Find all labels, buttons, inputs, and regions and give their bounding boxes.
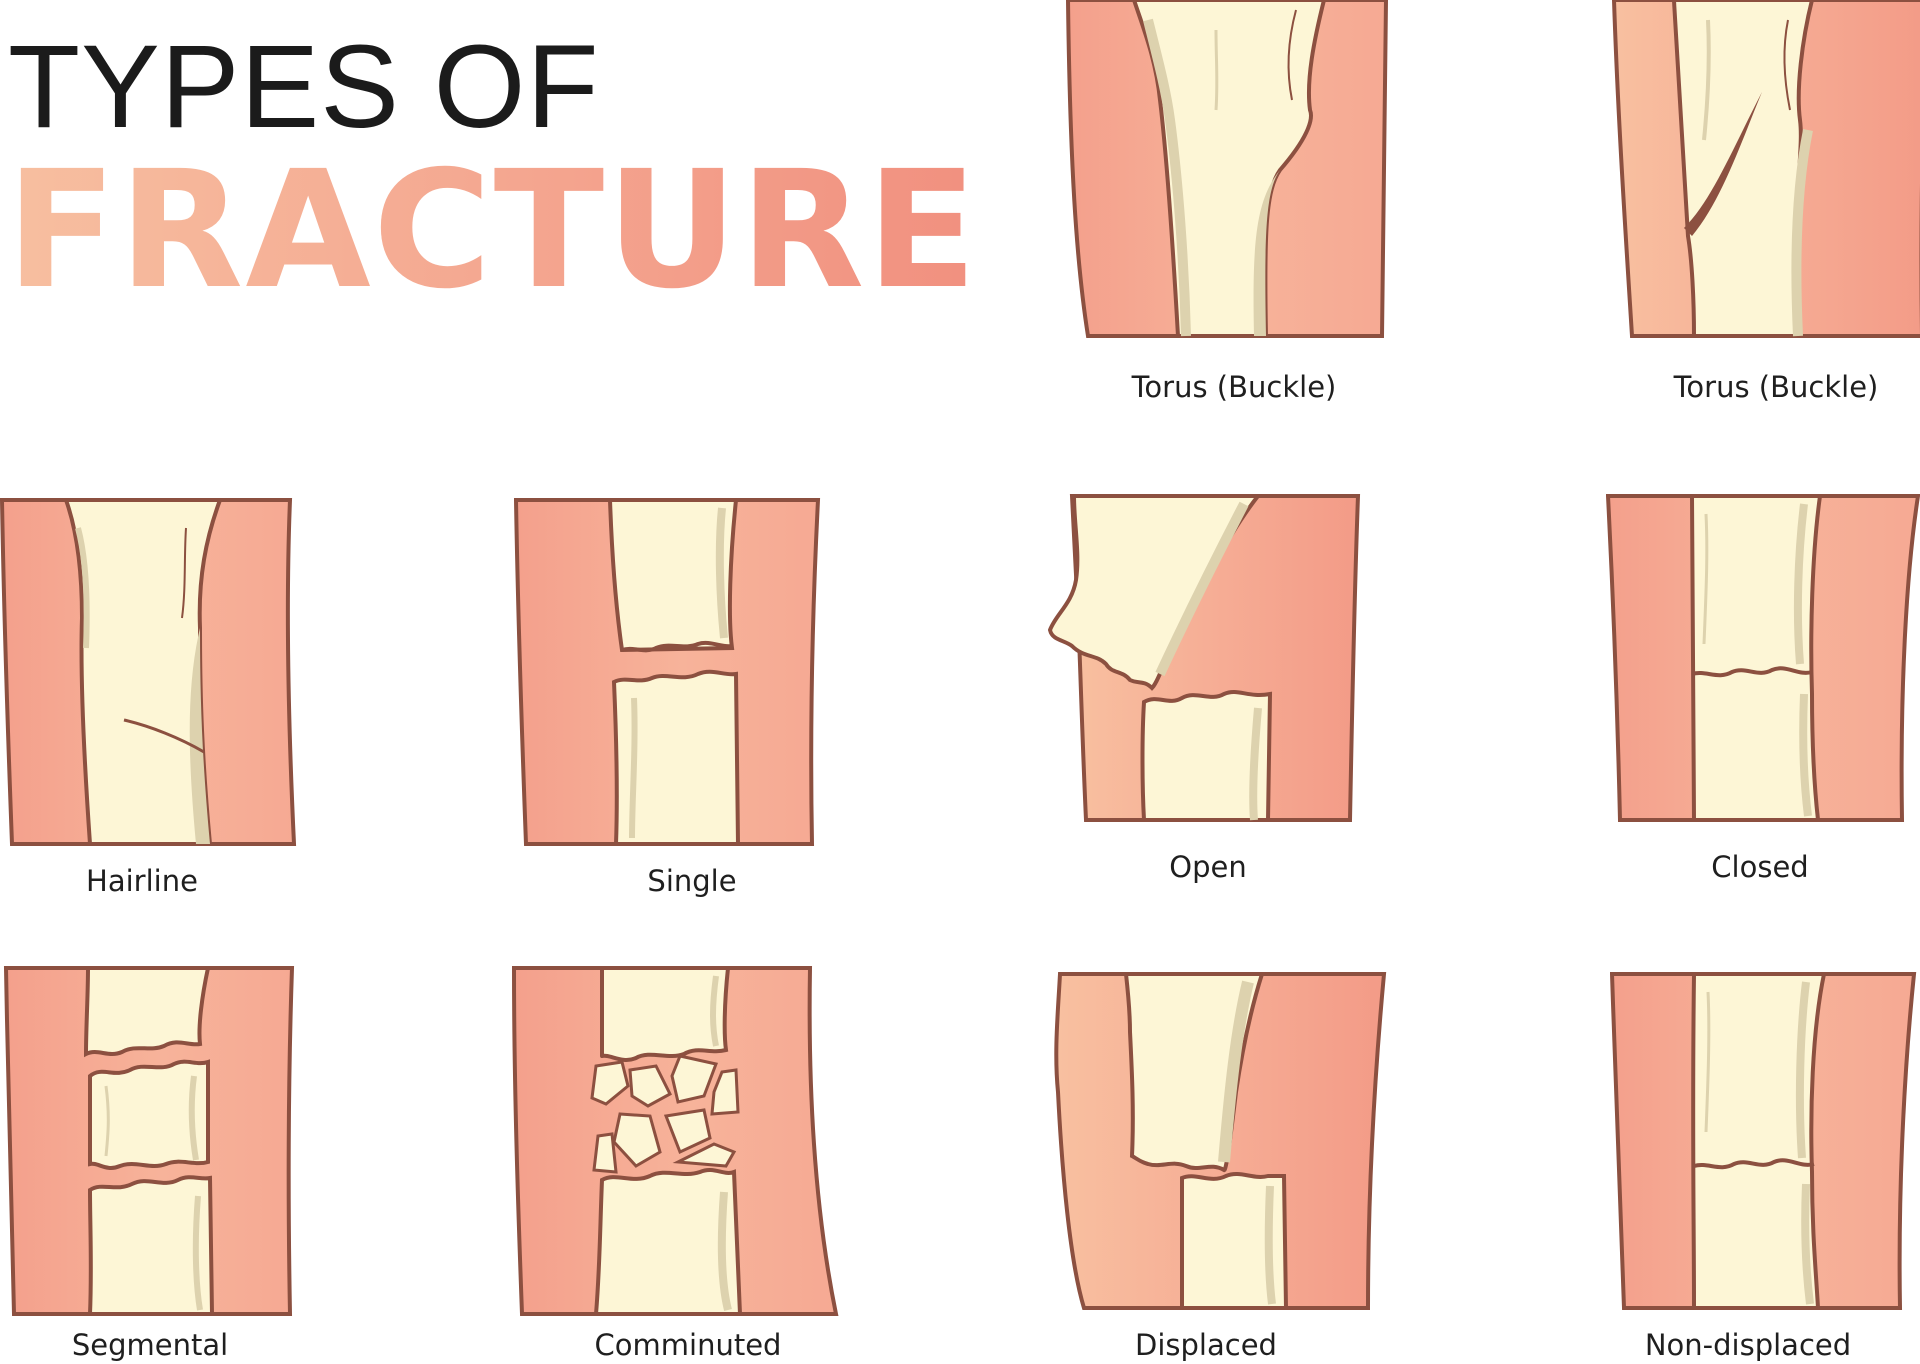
- label-segmental: Segmental: [71, 1328, 229, 1362]
- label-single: Single: [647, 864, 737, 898]
- title-line-2: FRACTURE: [6, 137, 980, 325]
- panel-non-displaced: [1610, 972, 1918, 1312]
- displaced-illustration: [1054, 972, 1387, 1310]
- title-line-1: TYPES OF: [8, 21, 600, 153]
- torus-buckle-illustration: [1066, 0, 1389, 338]
- label-non-displaced: Non-displaced: [1644, 1328, 1852, 1362]
- single-illustration: [514, 498, 821, 846]
- label-torus-1: Torus (Buckle): [1131, 370, 1337, 404]
- panel-torus-2: [1612, 0, 1920, 340]
- panel-segmental: [2, 966, 300, 1318]
- panel-hairline: [0, 498, 300, 848]
- label-open: Open: [1169, 850, 1247, 884]
- label-hairline: Hairline: [86, 864, 198, 898]
- comminuted-illustration: [511, 966, 839, 1316]
- open-fracture-illustration: [1048, 494, 1361, 822]
- panel-closed: [1606, 494, 1920, 824]
- label-torus-2: Torus (Buckle): [1673, 370, 1879, 404]
- label-closed: Closed: [1711, 850, 1809, 884]
- hairline-illustration: [0, 498, 297, 846]
- panel-open: [1048, 494, 1368, 824]
- panel-torus-1: [1066, 0, 1396, 340]
- label-displaced: Displaced: [1135, 1328, 1277, 1362]
- torus-greenstick-illustration: [1612, 0, 1920, 338]
- segmental-illustration: [3, 966, 295, 1316]
- closed-fracture-illustration: [1606, 494, 1920, 822]
- panel-comminuted: [510, 966, 840, 1318]
- panel-displaced: [1050, 972, 1390, 1312]
- label-comminuted: Comminuted: [594, 1328, 782, 1362]
- non-displaced-illustration: [1610, 972, 1917, 1310]
- panel-single: [514, 498, 824, 848]
